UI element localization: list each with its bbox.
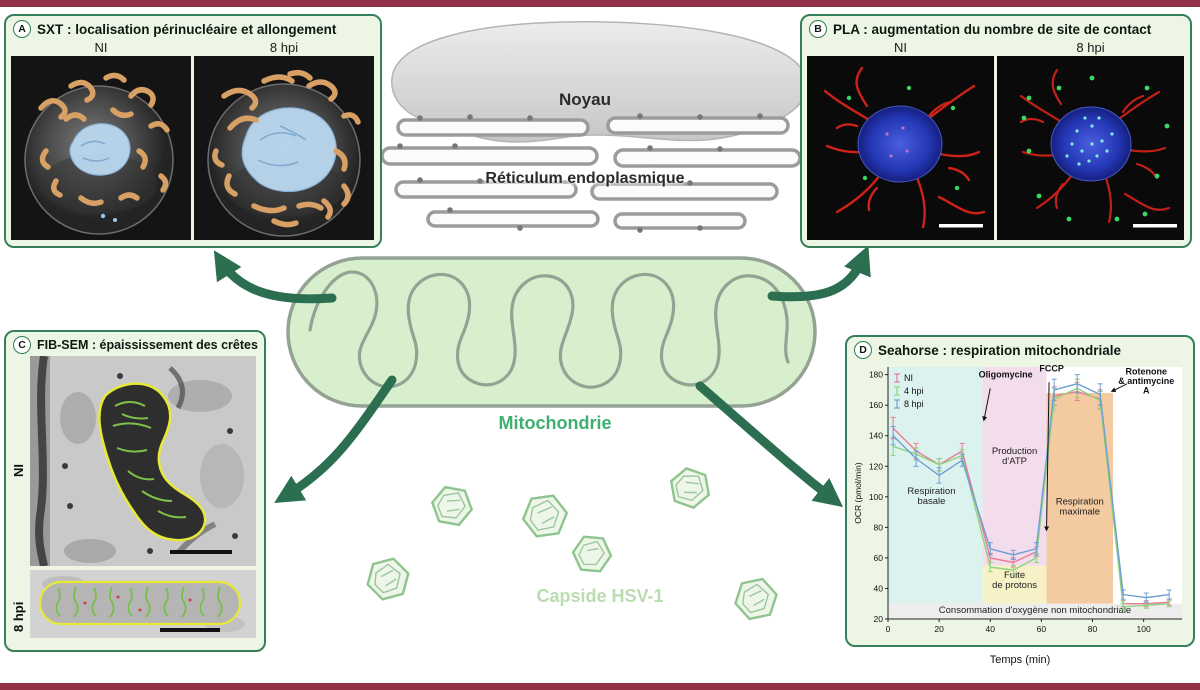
- nucleus-label: Noyau: [559, 90, 611, 109]
- svg-text:160: 160: [869, 400, 883, 410]
- panel-d-letter-badge: D: [854, 341, 872, 359]
- fibsem-ni-label: NI: [11, 464, 26, 478]
- svg-text:0: 0: [886, 624, 891, 634]
- svg-text:NI: NI: [904, 373, 913, 383]
- pla-8hpi-column: 8 hpi: [997, 40, 1184, 240]
- svg-text:60: 60: [874, 553, 884, 563]
- sxt-8hpi-label: 8 hpi: [269, 40, 299, 55]
- panel-b-title: B PLA : augmentation du nombre de site d…: [802, 16, 1190, 40]
- panel-b-letter-badge: B: [809, 20, 827, 38]
- fibsem-side-labels: NI 8 hpi: [10, 356, 30, 638]
- capsid-icons: [366, 466, 778, 621]
- fibsem-8hpi-label: 8 hpi: [11, 601, 26, 633]
- mitochondrion-label: Mitochondrie: [498, 413, 612, 433]
- er-label: Réticulum endoplasmique: [485, 170, 685, 187]
- panel-c-title-text: FIB-SEM : épaississement des crêtes: [37, 338, 258, 352]
- panel-d-title: D Seahorse : respiration mitochondriale: [847, 337, 1193, 361]
- svg-text:Consommation d'oxygène non mit: Consommation d'oxygène non mitochondrial…: [939, 605, 1131, 616]
- svg-text:100: 100: [1137, 624, 1151, 634]
- pla-image-8hpi: [997, 56, 1184, 240]
- fibsem-image-ni: [30, 356, 256, 566]
- svg-text:40: 40: [874, 583, 884, 593]
- svg-text:40: 40: [986, 624, 996, 634]
- pla-image-ni: [807, 56, 994, 240]
- sxt-image-8hpi: [194, 56, 374, 240]
- connector-arrows: [213, 245, 871, 508]
- capsid-label: Capside HSV-1: [536, 586, 664, 606]
- sxt-image-ni: [11, 56, 191, 240]
- panel-d-title-text: Seahorse : respiration mitochondriale: [878, 342, 1122, 358]
- pla-8hpi-label: 8 hpi: [1076, 40, 1105, 55]
- panel-a-sxt: A SXT : localisation périnucléaire et al…: [4, 14, 382, 248]
- sxt-ni-column: NI: [11, 40, 191, 240]
- svg-text:FCCP: FCCP: [1039, 364, 1064, 374]
- arrow-to-panel-d: [695, 381, 844, 508]
- fibsem-image-8hpi: [30, 570, 256, 638]
- svg-text:60: 60: [1037, 624, 1047, 634]
- panel-b-pla: B PLA : augmentation du nombre de site d…: [800, 14, 1192, 248]
- top-border-bar: [0, 0, 1200, 7]
- pla-ni-column: NI: [807, 40, 994, 240]
- svg-text:OCR (pmol/min): OCR (pmol/min): [853, 462, 863, 524]
- svg-text:120: 120: [869, 461, 883, 471]
- svg-text:80: 80: [874, 522, 884, 532]
- arrow-to-panel-c: [274, 375, 397, 503]
- bottom-border-bar: [0, 683, 1200, 690]
- svg-text:4 hpi: 4 hpi: [904, 386, 924, 396]
- er-ribosomes: [397, 113, 763, 233]
- er-shape: [380, 116, 802, 230]
- panel-c-title: C FIB-SEM : épaississement des crêtes: [6, 332, 264, 356]
- panel-b-title-text: PLA : augmentation du nombre de site de …: [833, 21, 1152, 37]
- svg-text:80: 80: [1088, 624, 1098, 634]
- panel-a-letter-badge: A: [13, 20, 31, 38]
- svg-text:20: 20: [934, 624, 944, 634]
- panel-d-seahorse: D Seahorse : respiration mitochondriale …: [845, 335, 1195, 647]
- svg-text:100: 100: [869, 492, 883, 502]
- panel-c-fibsem: C FIB-SEM : épaississement des crêtes NI…: [4, 330, 266, 652]
- panel-a-title-text: SXT : localisation périnucléaire et allo…: [37, 21, 337, 37]
- svg-text:8 hpi: 8 hpi: [904, 399, 924, 409]
- panel-a-title: A SXT : localisation périnucléaire et al…: [6, 16, 380, 40]
- chart-x-axis-label: Temps (min): [989, 654, 1051, 666]
- pla-ni-label: NI: [894, 40, 907, 55]
- arrow-to-panel-a: [213, 250, 337, 304]
- arrow-to-panel-b: [767, 245, 871, 302]
- svg-text:140: 140: [869, 431, 883, 441]
- svg-text:Oligomycine: Oligomycine: [979, 370, 1033, 380]
- sxt-ni-label: NI: [94, 40, 108, 55]
- sxt-8hpi-column: 8 hpi: [194, 40, 374, 240]
- panel-c-letter-badge: C: [13, 336, 31, 354]
- mitochondrion-shape: [286, 256, 817, 408]
- svg-text:20: 20: [874, 614, 884, 624]
- svg-text:180: 180: [869, 370, 883, 380]
